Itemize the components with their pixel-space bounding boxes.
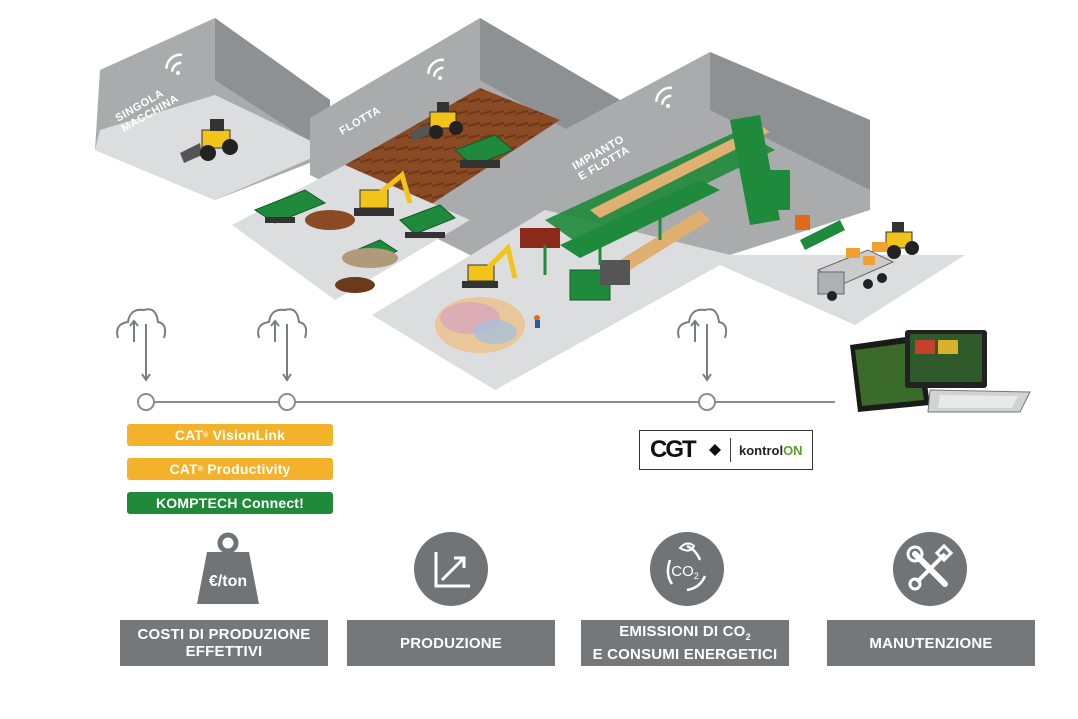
wifi-icon (655, 86, 673, 108)
excavator-icon (462, 243, 518, 288)
cloud-upload-icon (257, 308, 308, 382)
truck-icon (816, 248, 895, 301)
weight-icon: €/ton (191, 532, 265, 606)
wifi-icon (165, 53, 183, 75)
room-single-machine: SINGOLA MACCHINA (95, 18, 330, 200)
wheel-loader-icon (410, 102, 463, 141)
badge-cat-visionlink: CAT® VisionLink (127, 424, 333, 446)
badge-komptech-connect: KOMPTECH Connect! (127, 492, 333, 514)
timeline-node (137, 393, 155, 411)
svg-text:CO2: CO2 (671, 563, 699, 581)
excavator-icon (354, 170, 413, 216)
sorting-plant-icon (520, 115, 845, 301)
room-plant-and-fleet: IMPIANTO E FLOTTA (372, 52, 965, 390)
badge-cat-productivity: CAT® Productivity (127, 458, 333, 480)
shredder-icon (399, 204, 456, 238)
wheel-loader-icon (872, 222, 919, 259)
cgt-diamond-icon (709, 444, 721, 456)
tools-icon (893, 532, 967, 606)
growth-chart-icon (414, 532, 488, 606)
category-maintenance: MANUTENZIONE (827, 620, 1035, 666)
timeline-node (278, 393, 296, 411)
wheel-loader-icon (180, 119, 238, 163)
svg-text:€/ton: €/ton (209, 573, 247, 590)
category-production-costs: COSTI DI PRODUZIONE EFFETTIVI (120, 620, 328, 666)
cloud-upload-icon (677, 308, 728, 382)
screen-machine-icon (253, 189, 327, 224)
co2-recycle-icon: CO2 (650, 532, 724, 606)
wifi-icon (427, 58, 445, 80)
cloud-upload-icon (116, 308, 167, 382)
category-production: PRODUZIONE (347, 620, 555, 666)
cgt-logo-text: CGT (650, 436, 697, 463)
shredder-icon (454, 134, 514, 168)
timeline-node (698, 393, 716, 411)
cgt-kontrolon-logo: CGT kontrolON (639, 430, 813, 470)
category-emissions: EMISSIONI DI CO2 E CONSUMI ENERGETICI (581, 620, 789, 666)
kontrolon-logo-text: kontrolON (739, 442, 803, 458)
room-fleet: FLOTTA (232, 18, 620, 300)
devices-icon (850, 330, 1031, 413)
